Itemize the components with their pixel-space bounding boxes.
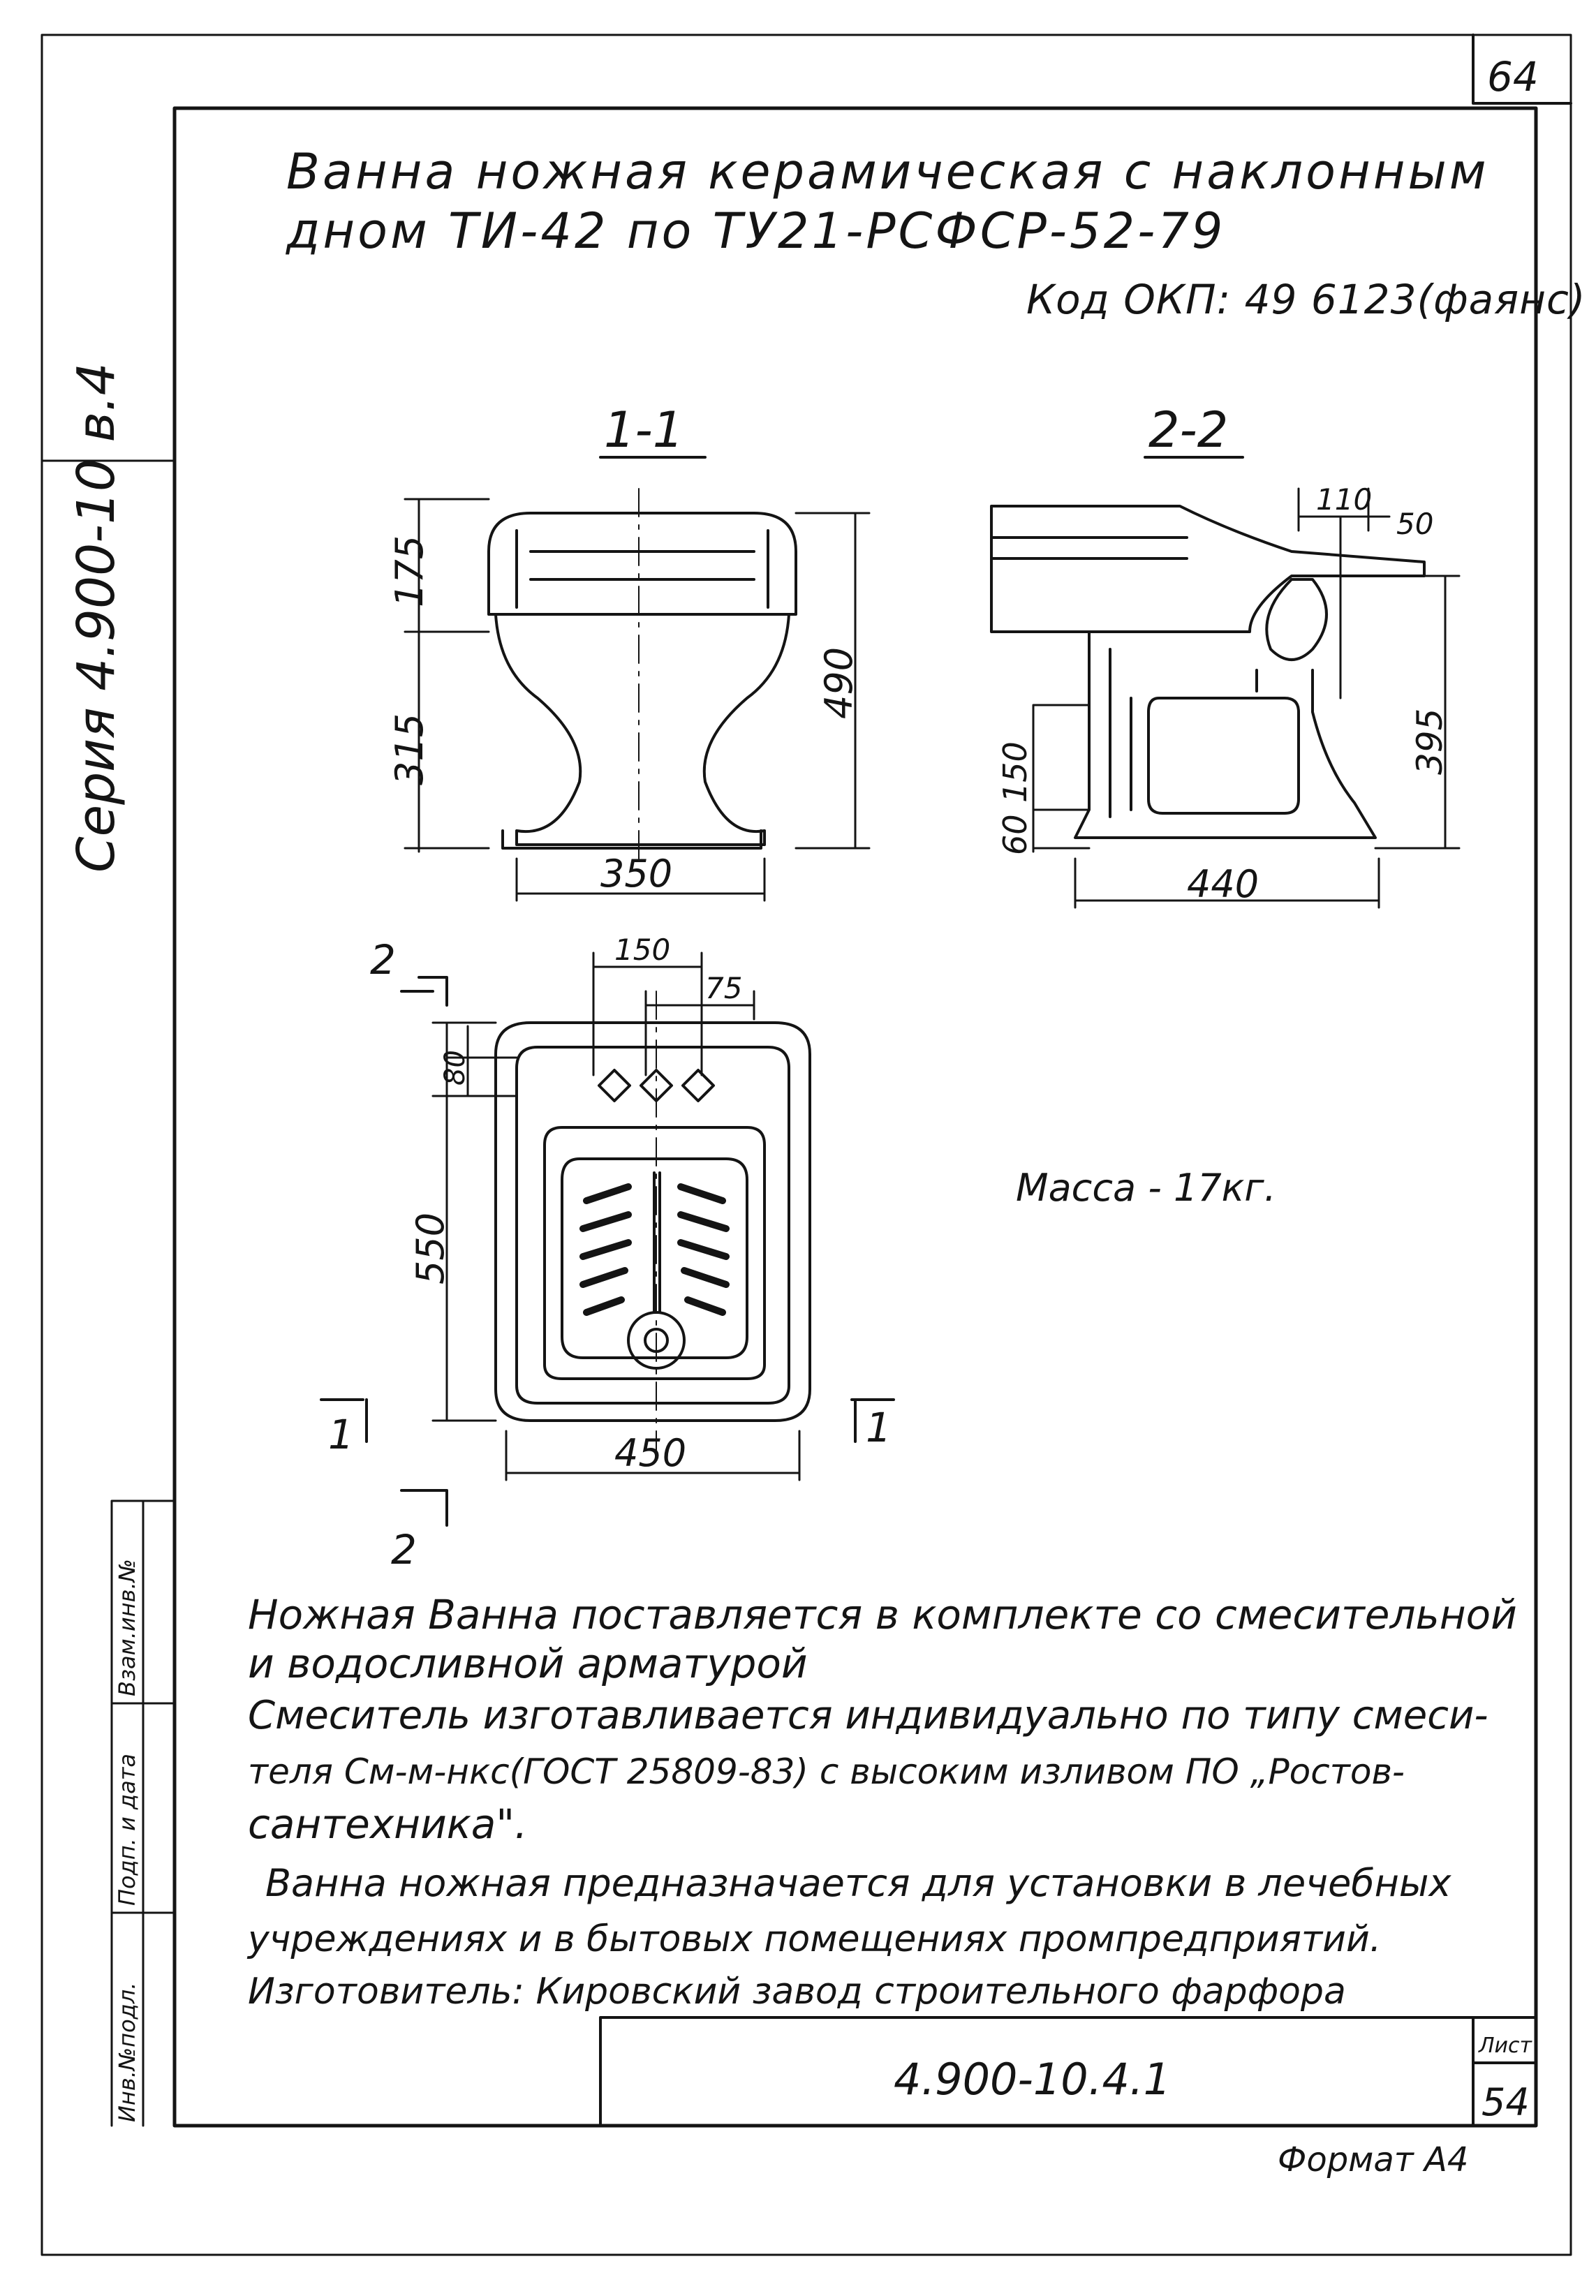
dim-110: 110: [1316, 482, 1372, 517]
sheet-label: Лист: [1478, 2034, 1533, 2058]
corner-number-box: [1472, 34, 1572, 105]
stamp-strip: [110, 1499, 176, 2127]
dim-490: 490: [817, 647, 861, 719]
cut-mark-1-right: 1: [866, 1404, 892, 1451]
dim-440: 440: [1187, 862, 1259, 906]
cut-mark-2-top: 2: [370, 936, 396, 984]
note-line-6: Ванна ножная предназначается для установ…: [265, 1861, 1451, 1905]
dim-550: 550: [408, 1213, 452, 1284]
dim-60: 60: [996, 814, 1034, 855]
sheet-border: [40, 34, 1572, 2256]
dim-150-side: 150: [996, 741, 1034, 803]
doc-number: 4.900-10.4.1: [894, 2054, 1171, 2105]
format-label: Формат А4: [1278, 2140, 1468, 2179]
inner-frame: [172, 106, 1538, 2128]
note-line-2: и водосливной арматурой: [248, 1640, 808, 1687]
dim-150-plan: 150: [614, 933, 670, 967]
title-block: [599, 2016, 1537, 2127]
cut-mark-2-bottom: 2: [391, 1526, 417, 1573]
dim-395: 395: [1410, 709, 1450, 775]
plan-view: [320, 951, 895, 1527]
mass-label: Масса - 17кг.: [1016, 1166, 1276, 1210]
code-okp: Код ОКП: 49 6123(фаянс): [1026, 276, 1586, 323]
title-line-2: дном ТИ-42 по ТУ21-РСФСР-52-79: [286, 202, 1226, 260]
series-label: Серия 4.900-10 в.4: [66, 362, 126, 873]
sheet-number: 54: [1482, 2080, 1530, 2124]
corner-number: 64: [1487, 53, 1539, 101]
dim-75: 75: [705, 971, 742, 1005]
note-line-7: учреждениях и в бытовых помещениях промп…: [248, 1918, 1382, 1960]
title-line-1: Ванна ножная керамическая с наклонным: [286, 143, 1489, 200]
dim-175: 175: [387, 535, 431, 607]
note-line-1: Ножная Ванна поставляется в комплекте со…: [248, 1591, 1517, 1638]
section-2-label: 2-2: [1148, 401, 1228, 459]
dim-315: 315: [387, 713, 431, 785]
cut-mark-1-left: 1: [328, 1411, 354, 1458]
section-1-1-view: [404, 456, 871, 902]
note-line-3: Смеситель изготавливается индивидуально …: [248, 1693, 1488, 1738]
stamp-label-1: Инв.№подл.: [114, 1982, 140, 2122]
section-2-2-view: [990, 456, 1461, 909]
dim-50: 50: [1396, 507, 1433, 541]
stamp-label-3: Взам.инв.№: [114, 1559, 140, 1696]
section-1-label: 1-1: [604, 401, 684, 459]
note-line-4: теля См-м-нкс(ГОСТ 25809-83) с высоким и…: [248, 1751, 1405, 1792]
dim-350: 350: [600, 852, 672, 896]
stamp-label-2: Подп. и дата: [114, 1754, 140, 1906]
note-line-8: Изготовитель: Кировский завод строительн…: [248, 1971, 1346, 2013]
note-line-5: сантехника".: [248, 1800, 528, 1848]
dim-80: 80: [439, 1050, 471, 1086]
dim-450: 450: [614, 1431, 686, 1475]
